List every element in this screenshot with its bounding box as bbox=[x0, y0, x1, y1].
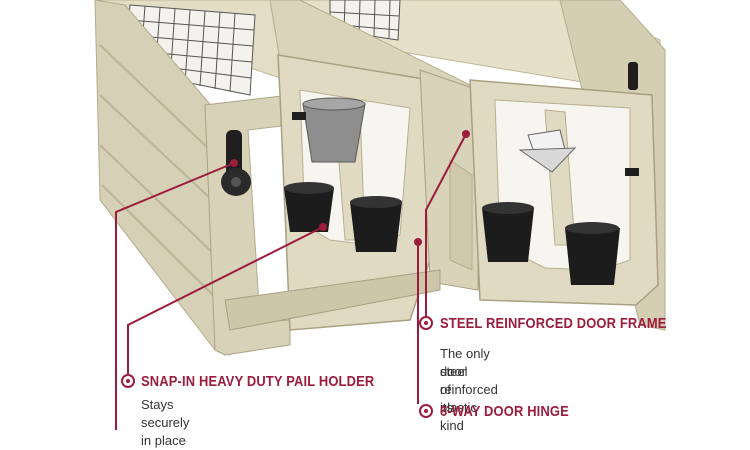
callout-marker-icon bbox=[419, 404, 433, 418]
product-illustration bbox=[94, 0, 666, 430]
leader-lines bbox=[115, 133, 467, 430]
callout-door-frame-title: STEEL REINFORCED DOOR FRAME bbox=[440, 315, 667, 332]
door-frame-inner bbox=[449, 159, 473, 271]
callout-marker-icon bbox=[121, 374, 135, 388]
bucket-icon bbox=[350, 196, 402, 252]
callout-pail-holder-description: Stays securely in place bbox=[141, 397, 190, 448]
hinge-pin-icon bbox=[628, 62, 638, 90]
left-side-wall bbox=[94, 0, 231, 356]
callout-door-hinge-title: 6-WAY DOOR HINGE bbox=[440, 403, 569, 420]
bottom-rail bbox=[224, 269, 441, 331]
left-wall-ribs bbox=[99, 44, 219, 301]
callout-pail-holder-title: SNAP-IN HEAVY DUTY PAIL HOLDER bbox=[141, 373, 375, 390]
callout-door-frame-description-line2: door of its kind bbox=[440, 364, 467, 433]
latch-icon bbox=[625, 168, 639, 176]
grey-pail-icon bbox=[302, 97, 366, 163]
callout-marker-icon bbox=[419, 316, 433, 330]
pail-holder-icon bbox=[221, 130, 251, 196]
bucket-icon bbox=[284, 182, 334, 232]
latch-icon bbox=[292, 112, 306, 120]
bucket-icon bbox=[482, 202, 534, 262]
feeder-bracket-icon bbox=[518, 129, 577, 173]
callout-door-frame-description-line1: The only steel reinforced plastic bbox=[440, 346, 498, 415]
bucket-icon bbox=[565, 222, 620, 285]
